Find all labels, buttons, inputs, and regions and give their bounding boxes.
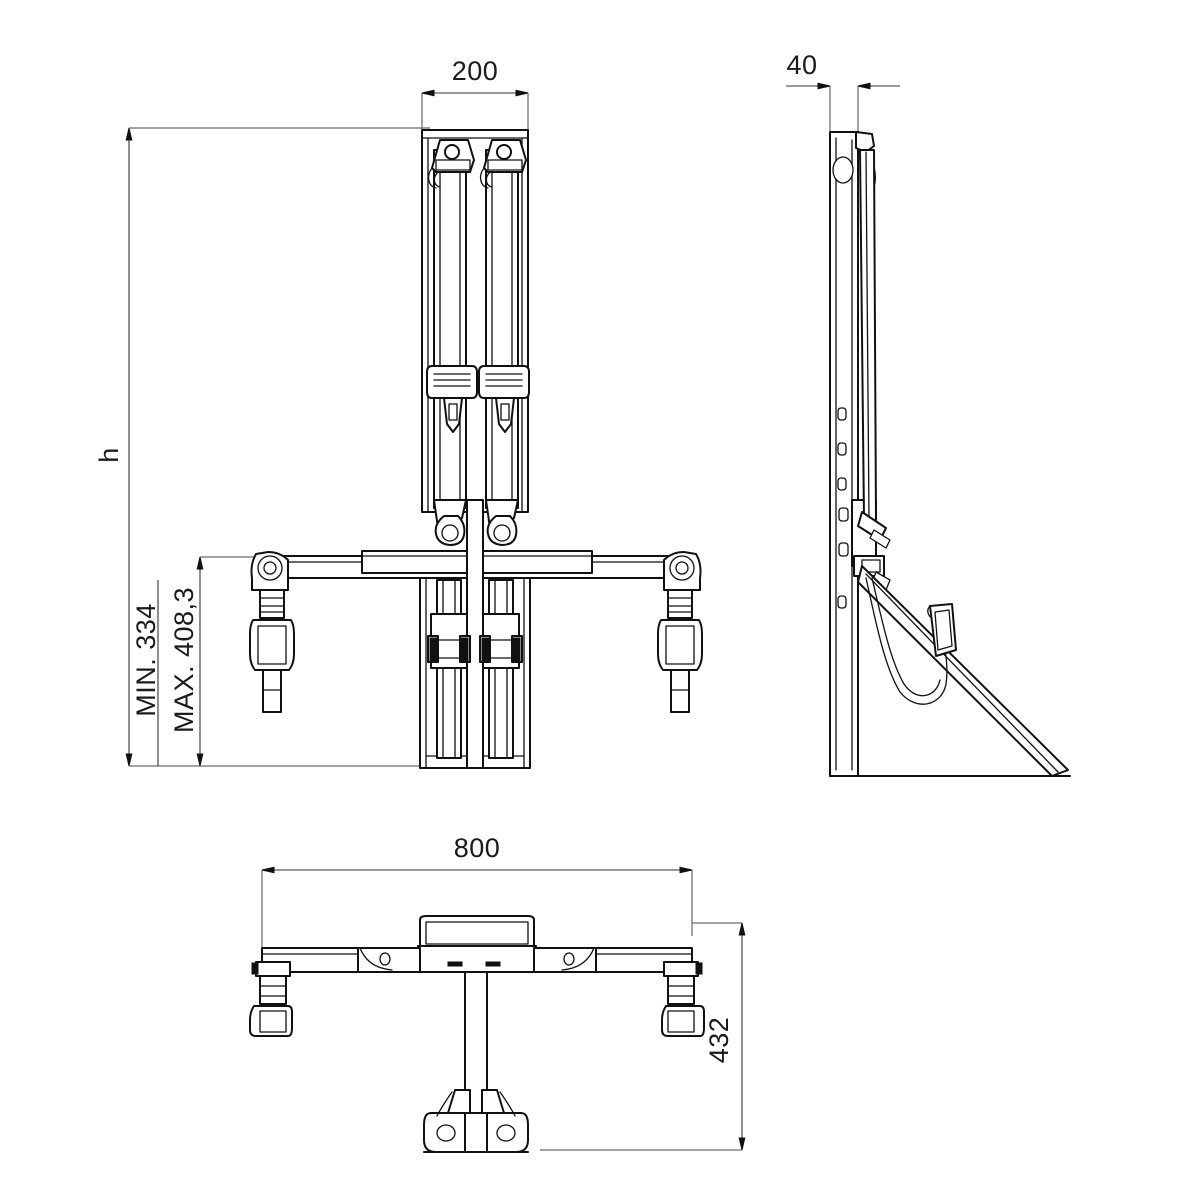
front-center-post <box>466 499 484 769</box>
dimension-40-label: 40 <box>786 50 817 80</box>
dimension-h-label: h <box>94 447 124 463</box>
dimension-800: 800 <box>261 833 693 952</box>
plan-side-panel-left <box>357 947 421 973</box>
plan-side-panel-right <box>533 947 597 973</box>
clevis-right <box>485 499 519 546</box>
side-folding-arm <box>859 149 877 521</box>
slider-lock-left <box>426 365 478 433</box>
dimension-200: 200 <box>421 56 529 132</box>
dimension-800-label: 800 <box>454 833 501 863</box>
dimension-432: 432 <box>540 922 746 1151</box>
plan-grip-right <box>661 961 705 1037</box>
lower-clamp-left <box>427 613 471 669</box>
side-mounting-holes <box>837 407 849 609</box>
side-elevation-view <box>829 131 1071 777</box>
top-clamp-left <box>427 139 475 189</box>
front-rail-left <box>433 149 467 509</box>
dimension-max-408: MAX. 408,3 <box>169 556 420 767</box>
dimension-432-label: 432 <box>704 1017 734 1064</box>
side-hanging-strap <box>865 577 948 705</box>
dimension-max-408-label: MAX. 408,3 <box>169 587 199 733</box>
plan-grip-left <box>249 961 293 1037</box>
arm-end-left <box>249 551 295 713</box>
side-strut-clamp <box>927 603 957 657</box>
clevis-left <box>433 499 467 546</box>
slider-lock-right <box>478 365 530 433</box>
front-elevation-view <box>249 129 703 769</box>
dimension-200-label: 200 <box>452 56 499 86</box>
front-rail-right <box>485 149 519 509</box>
plan-center-pad <box>419 915 535 949</box>
dimension-h: h <box>94 127 430 767</box>
plan-view <box>249 915 705 1153</box>
dimension-min-334: MIN. 334 <box>131 580 161 766</box>
dimension-min-334-label: MIN. 334 <box>131 603 161 717</box>
plan-center-block <box>417 945 537 973</box>
side-arm-hinge <box>857 511 891 549</box>
top-clamp-right <box>479 139 527 189</box>
lower-clamp-right <box>479 613 523 669</box>
dimension-40: 40 <box>786 50 900 135</box>
arm-end-right <box>657 551 703 713</box>
